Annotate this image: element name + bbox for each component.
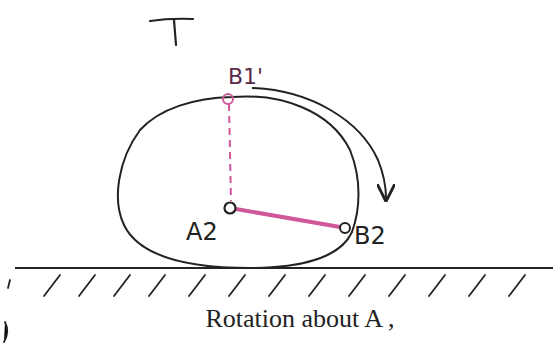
point-label: B1' — [228, 66, 263, 88]
point-label: B2 — [354, 224, 386, 248]
point-b2 — [340, 223, 350, 233]
point-label: A2 — [186, 220, 218, 244]
ground-hatching — [4, 275, 525, 342]
rotation-arrow — [252, 88, 386, 198]
caption: Rotation about A , — [205, 306, 394, 332]
radius-line — [236, 209, 340, 227]
body-outline — [118, 96, 359, 268]
point-b1 — [223, 94, 233, 104]
point-a2 — [225, 203, 236, 214]
plus-mark — [150, 19, 193, 45]
dashed-radius — [229, 104, 231, 201]
ground-line — [15, 267, 553, 269]
